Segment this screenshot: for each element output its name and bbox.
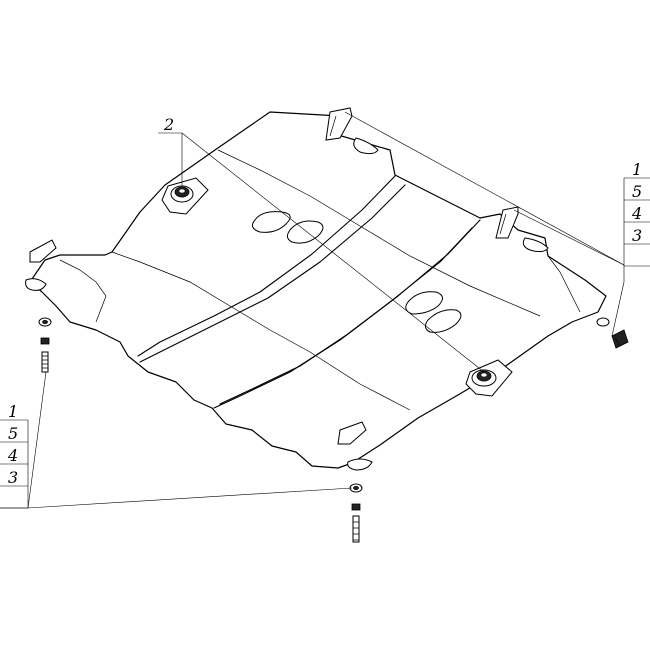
fastener-set-right — [596, 317, 629, 349]
callout-left-4: 4 — [7, 446, 18, 465]
bracket-nut-lower — [465, 359, 513, 397]
callout-right-1: 1 — [632, 160, 642, 179]
callout-left-3: 3 — [8, 468, 18, 487]
fastener-set-bottom — [349, 483, 363, 543]
callout-right-stack — [623, 177, 650, 267]
rear-mount-tab-right — [495, 206, 549, 253]
front-mount-tab-left — [25, 239, 57, 291]
bracket-nut-upper — [161, 177, 209, 215]
callout-label-2: 2 — [163, 115, 174, 134]
rear-mount-tab-left — [325, 107, 379, 155]
fastener-set-left — [38, 317, 52, 373]
callout-left-5: 5 — [8, 424, 18, 443]
skid-plate — [25, 107, 607, 471]
front-mount-tab-center — [337, 421, 373, 471]
callout-left-1: 1 — [8, 402, 18, 421]
callout-left-stack — [0, 419, 29, 509]
callout-right-5: 5 — [632, 182, 642, 201]
callout-right-3: 3 — [632, 226, 642, 245]
callout-right-4: 4 — [631, 204, 642, 223]
